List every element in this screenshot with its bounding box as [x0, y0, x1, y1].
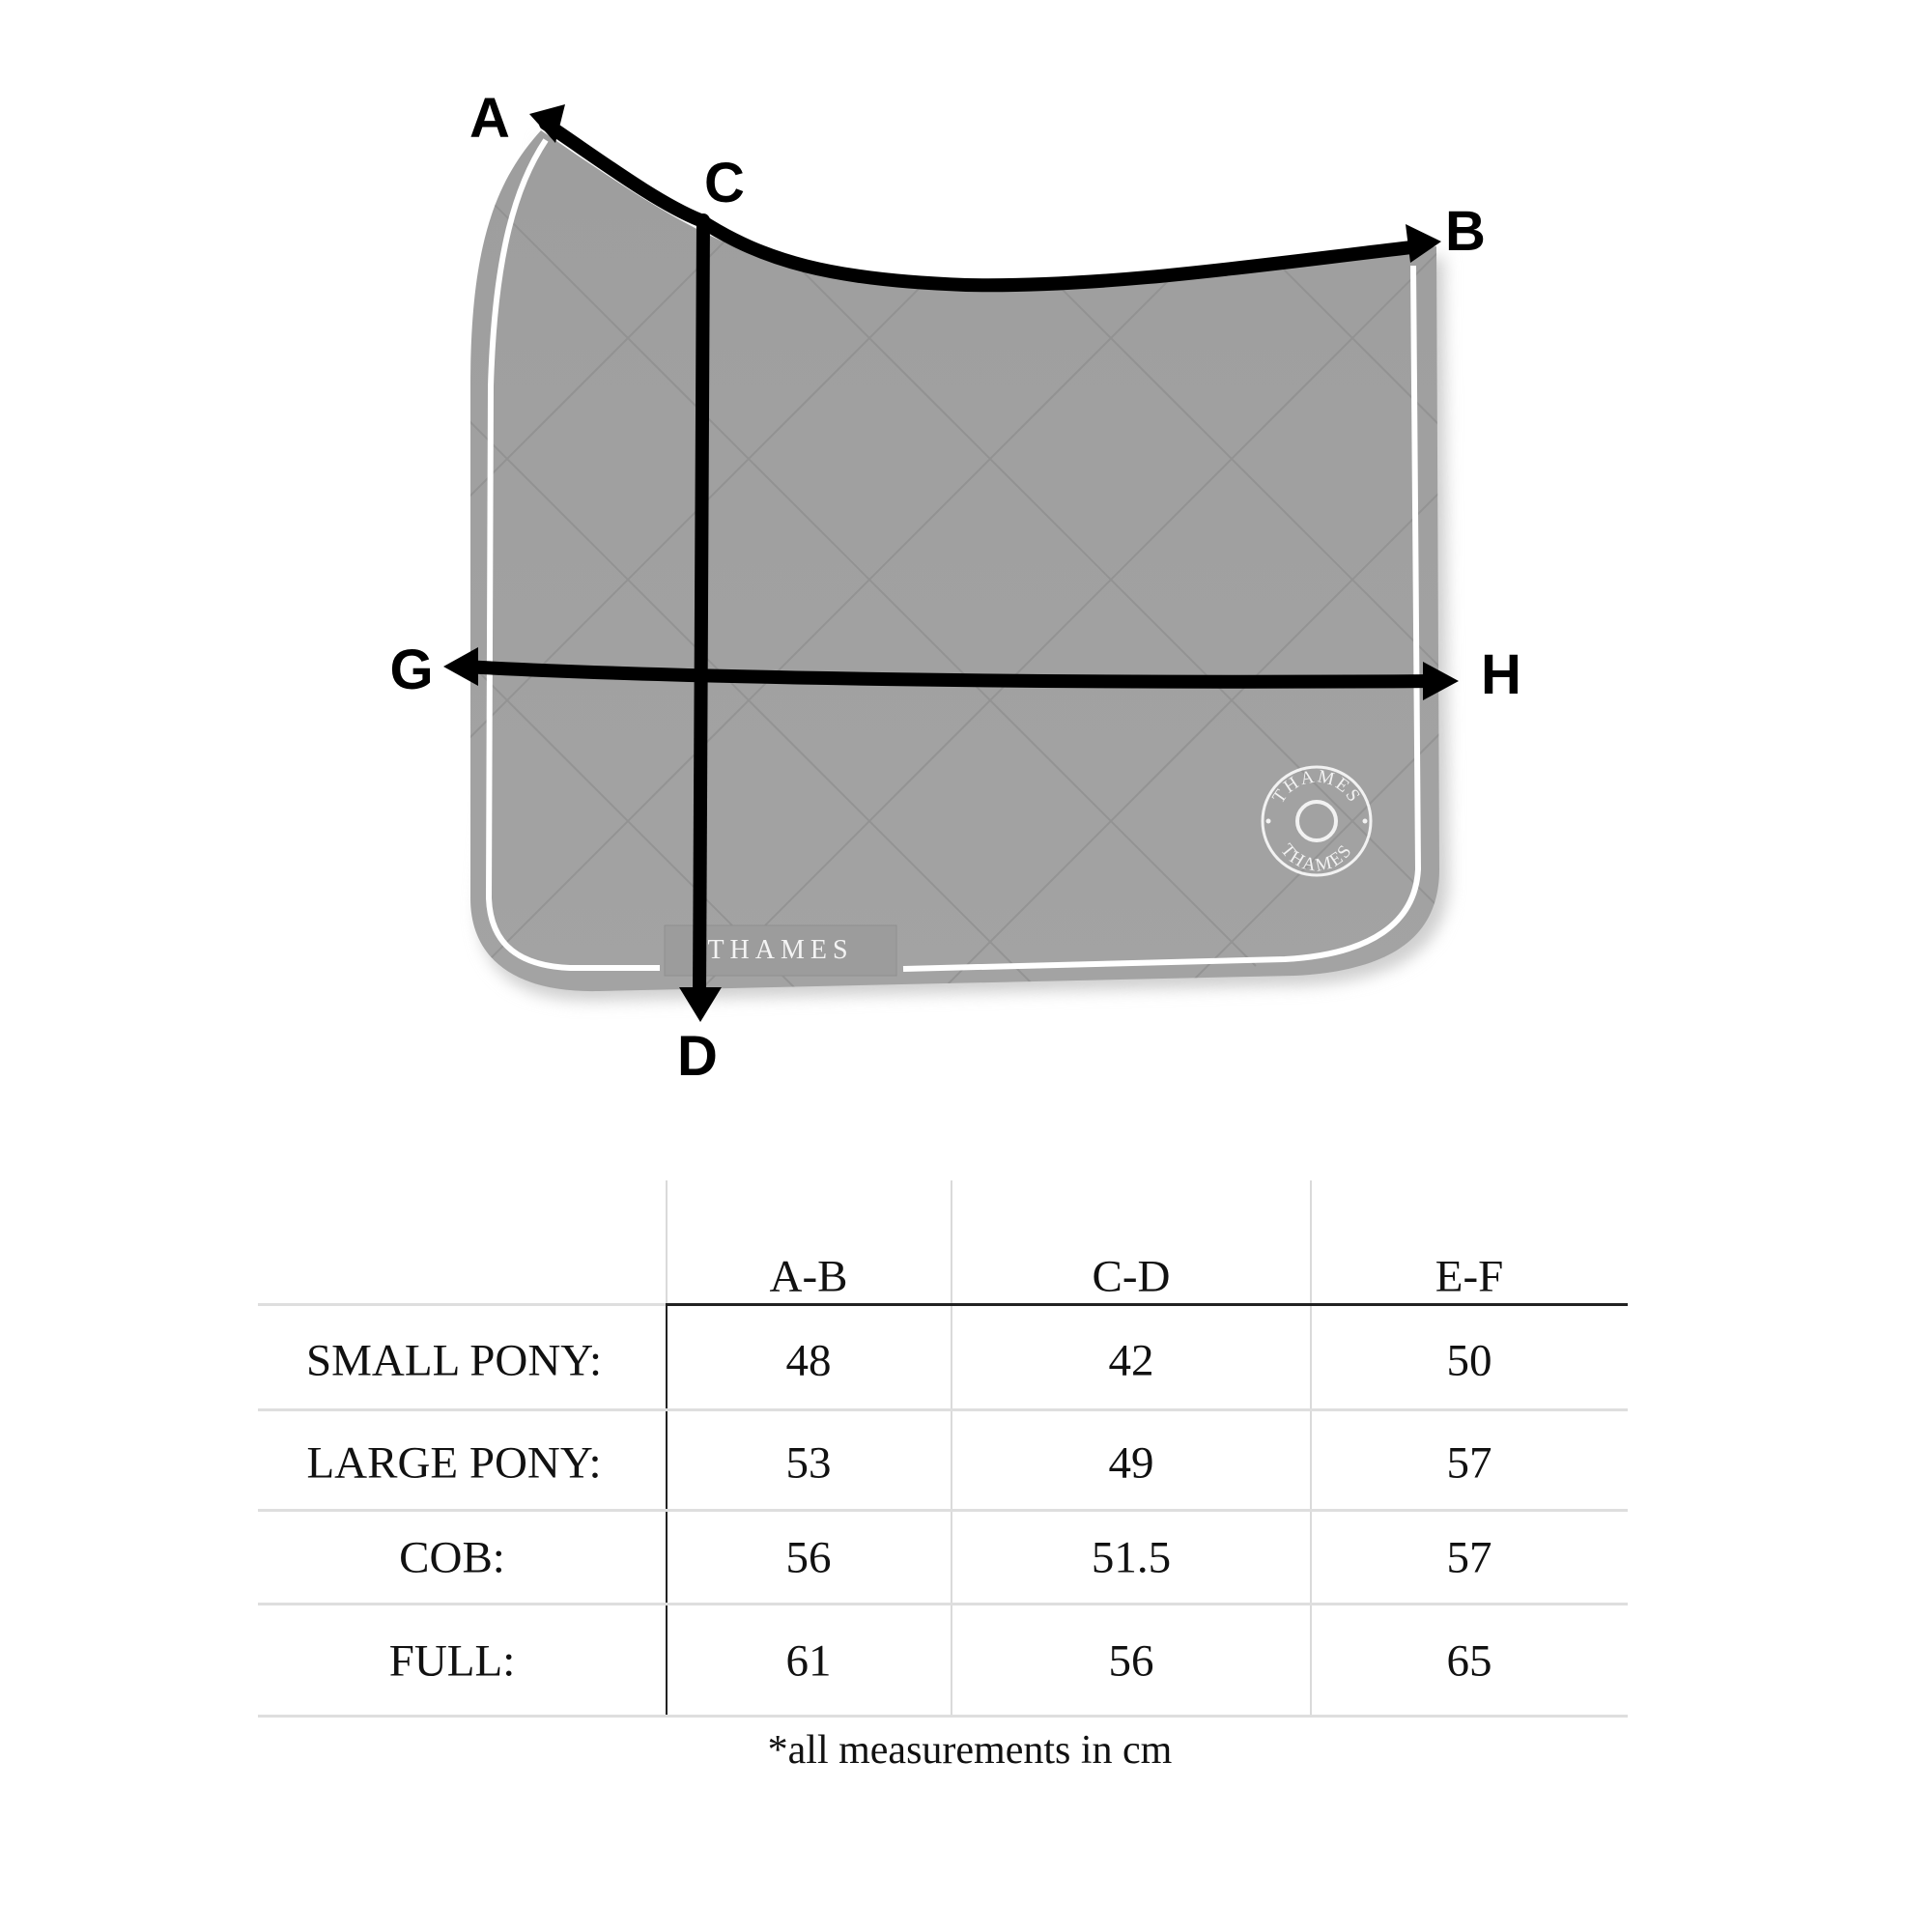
line-c-d: [693, 213, 710, 1002]
table-cell: 57: [1446, 1437, 1492, 1489]
table-divider-top: [666, 1180, 668, 1304]
row-label-small-pony: SMALL PONY:: [305, 1335, 603, 1386]
column-header-e-f: E-F: [1435, 1251, 1504, 1302]
point-label-g: G: [389, 639, 434, 701]
point-label-c: C: [704, 152, 745, 214]
brand-label-text: THAMES: [707, 935, 853, 965]
line-a-b: [539, 117, 1427, 293]
column-header-c-d: C-D: [1092, 1251, 1171, 1302]
point-label-h: H: [1481, 643, 1521, 706]
pad-body: [470, 130, 1439, 992]
table-header-rule: [666, 1303, 1628, 1306]
arrowhead-g: [443, 647, 478, 686]
table-rule: [258, 1408, 1628, 1411]
arrowhead-h: [1423, 662, 1459, 700]
table-cell: 65: [1446, 1635, 1492, 1687]
point-label-d: D: [677, 1025, 718, 1088]
saddle-pad-diagram: THAMES THAMES THAMES A C B G H D: [389, 87, 1521, 1088]
point-label-b: B: [1445, 200, 1486, 263]
table-cell: 48: [785, 1335, 832, 1386]
arrowhead-b: [1406, 224, 1441, 263]
table-cell: 56: [785, 1532, 832, 1583]
table-rule: [258, 1509, 1628, 1512]
table-rule: [258, 1603, 1628, 1605]
pad-piping-left: [485, 138, 660, 971]
measurement-lines: [457, 117, 1446, 1002]
table-divider: [951, 1180, 952, 1717]
row-label-cob: COB:: [399, 1532, 505, 1583]
saddle-pad-illustration: THAMES THAMES THAMES: [443, 104, 1459, 1022]
row-label-full: FULL:: [388, 1635, 516, 1687]
table-cell: 51.5: [1091, 1532, 1172, 1583]
measurement-footnote: *all measurements in cm: [767, 1728, 1173, 1773]
table-cell: 42: [1108, 1335, 1154, 1386]
line-g-h: [457, 660, 1446, 689]
table-cell: 57: [1446, 1532, 1492, 1583]
table-rule: [258, 1715, 1628, 1718]
arrowhead-d: [679, 987, 722, 1022]
arrowhead-a: [529, 104, 565, 143]
table-cell: 56: [1108, 1635, 1154, 1687]
table-cell: 61: [785, 1635, 832, 1687]
table-rule: [258, 1303, 666, 1306]
column-header-a-b: A-B: [769, 1251, 848, 1302]
table-divider-first-col: [666, 1180, 668, 1717]
row-label-large-pony: LARGE PONY:: [306, 1437, 602, 1489]
table-cell: 49: [1108, 1437, 1154, 1489]
table-divider: [1310, 1180, 1312, 1717]
table-cell: 50: [1446, 1335, 1492, 1386]
point-label-a: A: [469, 87, 510, 150]
table-cell: 53: [785, 1437, 832, 1489]
pad-piping-right: [902, 265, 1422, 972]
